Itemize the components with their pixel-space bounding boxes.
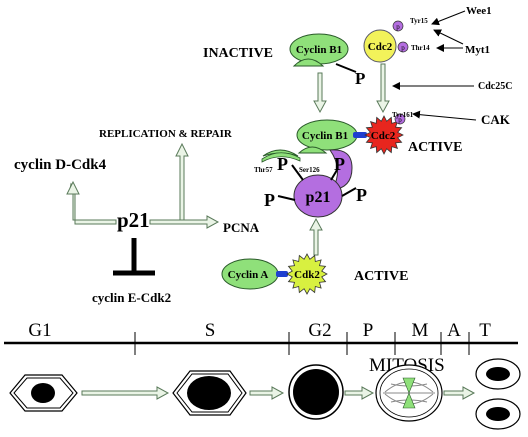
cdc2-mid-text: Cdc2 [371, 130, 396, 142]
cyclin-a: Cyclin A [221, 258, 279, 290]
site-thr57: Thr57 [254, 166, 273, 174]
p21-network-arrows [66, 142, 220, 229]
site-tyr161: Tyr161 [392, 111, 414, 119]
kinase-myt1: Myt1 [465, 44, 490, 56]
svg-text:p: p [401, 44, 405, 52]
cyclin-a-text: Cyclin A [228, 269, 269, 281]
cell-g1 [9, 374, 78, 412]
cell-g2 [288, 364, 344, 420]
phase-label-s: S [205, 320, 216, 341]
phase-label-g2: G2 [308, 320, 331, 341]
p-thr57: P [277, 154, 288, 174]
cdk2: Cdk2 [286, 253, 328, 295]
cell-daughter-top [475, 358, 521, 390]
label-inactive: INACTIVE [203, 46, 273, 61]
phase-ticks [134, 332, 470, 355]
cell-arrows [81, 386, 476, 400]
cell-mitosis [375, 364, 443, 422]
cdc2-top-text: Cdc2 [368, 41, 393, 53]
phase-label-t: T [479, 320, 491, 341]
linker-cyclina-cdk2 [276, 271, 288, 277]
label-cyclin-e-cdk2: cyclin E-Cdk2 [92, 290, 171, 305]
cell-daughter-bottom [475, 398, 521, 430]
phospho-tyr15: p [392, 20, 404, 32]
kinase-cdc25c: Cdc25C [478, 81, 512, 92]
cyclin-b1-inactive: Cyclin B1 [289, 33, 349, 67]
cell-s [172, 370, 247, 416]
label-cyclin-d-cdk4: cyclin D-Cdk4 [14, 157, 107, 173]
phospho-thr14: p [397, 41, 409, 53]
svg-text:p: p [396, 23, 400, 31]
label-p21: p21 [117, 208, 150, 232]
site-thr14: Thr14 [411, 44, 430, 52]
kinase-cak: CAK [481, 112, 511, 127]
linker-cyclinb1-cdc2 [353, 132, 367, 138]
inhibition-bar [113, 238, 155, 276]
phase-label-g1: G1 [28, 320, 51, 341]
label-active-top: ACTIVE [408, 140, 462, 155]
svg-text:p: p [398, 116, 402, 124]
cdk2-text: Cdk2 [294, 269, 320, 281]
p-ser126: P [334, 154, 345, 174]
cdc2-inactive: Cdc2 [363, 29, 397, 63]
p-left: P [264, 190, 275, 210]
cdc2-active: Cdc2 [364, 115, 404, 155]
arrow-cdc2-down [376, 63, 390, 114]
kinase-wee1: Wee1 [466, 5, 492, 17]
p21-node-text: p21 [306, 189, 331, 206]
cyclin-b1-mid-text: Cyclin B1 [302, 130, 348, 142]
site-tyr15: Tyr15 [410, 17, 428, 25]
phospho-tyr161: p [394, 113, 406, 125]
p-inactive: P [355, 69, 365, 88]
label-replication-repair: REPLICATION & REPAIR [99, 128, 233, 140]
p-right: P [356, 185, 367, 205]
cyclin-b1-top-text: Cyclin B1 [296, 44, 342, 56]
arrow-cyclinb1-down [313, 72, 327, 114]
phase-label-p: P [363, 320, 374, 341]
p21-node: p21 [293, 174, 343, 218]
phase-label-a: A [447, 320, 461, 341]
site-ser126: Ser126 [299, 166, 320, 174]
phase-label-m: M [412, 320, 429, 341]
binding-crescent [329, 149, 353, 191]
cyclin-b1-active: Cyclin B1 [296, 119, 358, 154]
arrow-cdk2-up [309, 217, 323, 256]
label-pcna: PCNA [223, 220, 260, 235]
label-active-bottom: ACTIVE [354, 269, 408, 284]
